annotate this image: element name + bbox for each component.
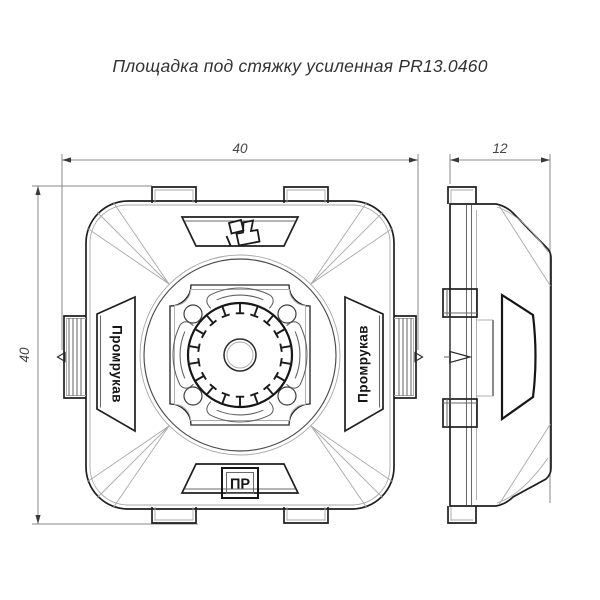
pr-logo-box	[221, 467, 259, 499]
dimension-label-front-height: 40	[17, 347, 32, 363]
right-plate-brand-text: Промрукав	[356, 325, 371, 403]
dimension-label-side-depth: 12	[492, 141, 508, 156]
inner-square-pocket-inner-line	[174, 289, 306, 421]
front-right-latch-tab	[394, 315, 424, 399]
corner-chamfer-lines	[86, 201, 394, 509]
side-body-profile	[449, 203, 552, 507]
side-brand-plate-profile	[500, 292, 537, 422]
corner-holes	[183, 304, 297, 406]
right-brand-plate: Промрукав	[344, 295, 384, 433]
inner-square-pocket	[169, 284, 311, 426]
front-outer-body	[85, 200, 395, 510]
central-boss-outer-circle	[139, 254, 341, 456]
front-top-tabs	[151, 186, 329, 203]
side-view	[442, 186, 552, 524]
ratchet-teeth	[188, 303, 292, 407]
center-hole-inner-line	[226, 341, 254, 369]
central-boss-circle	[143, 258, 337, 452]
center-hole	[223, 338, 257, 372]
front-bottom-tabs	[151, 507, 329, 524]
ratchet-ring	[186, 301, 294, 409]
dimension-front-width: 40	[61, 141, 419, 350]
front-view: ПР Промрукав Промрукав	[56, 186, 424, 524]
drawing-title: Площадка под стяжку усиленная PR13.0460	[112, 56, 487, 76]
front-left-latch-tab	[56, 315, 86, 399]
side-bottom-tab	[447, 506, 477, 524]
right-latch-arrow	[414, 351, 424, 363]
dimension-label-front-width: 40	[232, 141, 248, 156]
promrukav-logo-icon	[225, 218, 261, 247]
pr-logo-text: ПР	[230, 477, 250, 493]
bottom-brand-plate: ПР	[180, 463, 300, 499]
side-latch-blocks	[442, 288, 494, 428]
left-brand-plate: Промрукав	[96, 295, 136, 433]
top-brand-plate	[180, 216, 300, 247]
left-plate-brand-text: Промрукав	[110, 325, 125, 403]
side-surface-lines	[465, 205, 551, 505]
front-outer-body-inner-line	[89, 204, 391, 506]
dimension-front-height: 40	[17, 185, 198, 525]
dimension-side-depth: 12	[449, 141, 551, 503]
left-latch-arrow	[56, 351, 66, 363]
side-top-tab	[447, 186, 477, 204]
